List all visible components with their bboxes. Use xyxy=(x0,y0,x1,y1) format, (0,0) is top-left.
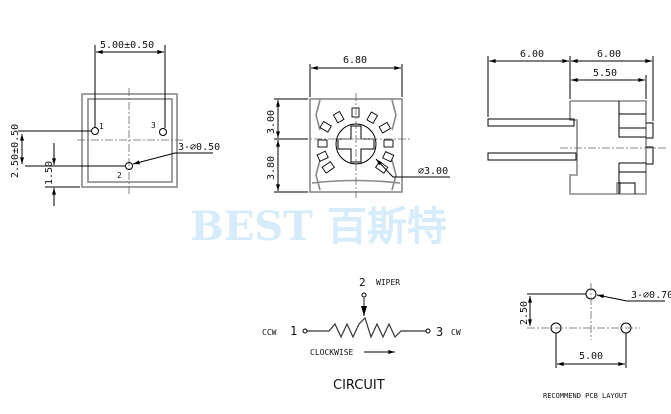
hole-note: 3-⌀0.70 xyxy=(631,290,671,301)
wiper-label: WIPER xyxy=(376,278,400,287)
circuit-diagram: 2 WIPER CCW 1 3 CW CLOCKWISE CIRCUIT xyxy=(262,276,461,393)
pin-1-label: 1 xyxy=(99,122,104,131)
watermark: BEST 百斯特 xyxy=(190,203,447,250)
pin-3-label: 3 xyxy=(151,121,156,130)
lower-dimension: 3.80 xyxy=(266,156,277,180)
pin-2-label: 2 xyxy=(117,171,122,180)
upper-dimension: 3.00 xyxy=(266,110,277,134)
pin-2-number: 2 xyxy=(359,276,366,289)
pcb-layout: 2.50 5.00 3-⌀0.70 RECOMMEND PCB LAYOUT xyxy=(519,283,671,400)
body-width-dimension: 6.00 xyxy=(597,49,621,60)
pin-3-number: 3 xyxy=(436,325,443,339)
pcb-title: RECOMMEND PCB LAYOUT xyxy=(543,392,628,400)
diameter-note: ⌀3.00 xyxy=(418,166,448,177)
ccw-label: CCW xyxy=(262,328,277,337)
hole-note: 3-⌀0.50 xyxy=(178,142,220,153)
pin-length-dimension: 6.00 xyxy=(520,49,544,60)
side-view: 6.00 6.00 5.50 xyxy=(487,49,666,195)
row-dimension: 2.50 xyxy=(519,301,530,325)
front-view: 6.80 3.00 3.80 ⌀3.00 xyxy=(266,55,450,198)
circuit-title: CIRCUIT xyxy=(333,378,385,393)
top-view: 1 3 2 5.00±0.50 2.50±0.50 1.50 3-⌀0.50 xyxy=(10,40,220,206)
pin-1-number: 1 xyxy=(290,324,297,338)
direction-label: CLOCKWISE xyxy=(310,348,354,357)
offset-dimension: 1.50 xyxy=(44,161,55,185)
body-inner-dimension: 5.50 xyxy=(593,68,617,79)
width-dimension: 5.00±0.50 xyxy=(100,40,154,51)
cw-label: CW xyxy=(451,328,461,337)
width-dimension: 6.80 xyxy=(343,55,367,66)
pitch-dimension: 5.00 xyxy=(579,351,603,362)
height-dimension: 2.50±0.50 xyxy=(10,124,21,178)
